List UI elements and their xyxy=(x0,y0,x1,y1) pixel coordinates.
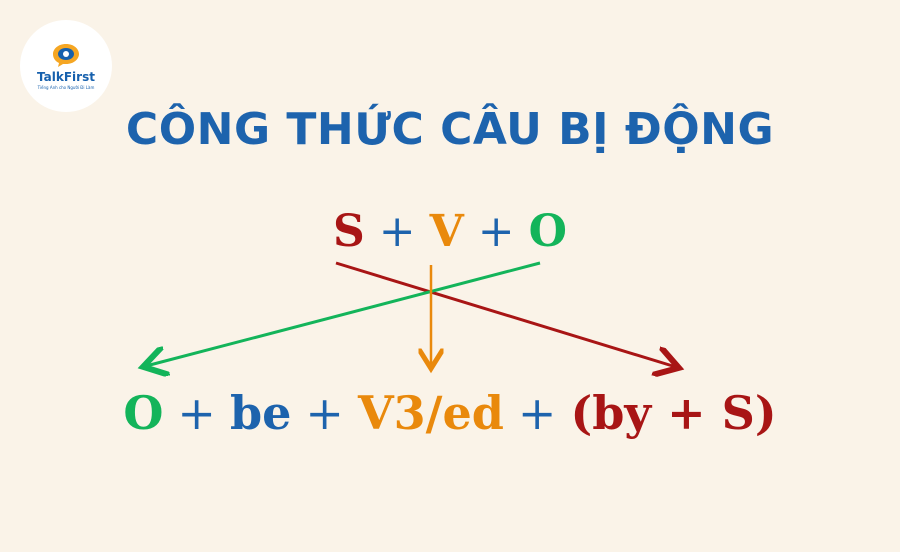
passive-by-subject: (by + S) xyxy=(570,386,777,440)
talkfirst-logo: TalkFirst Tiếng Anh cho Người Đi Làm xyxy=(20,20,112,112)
logo-tagline: Tiếng Anh cho Người Đi Làm xyxy=(37,85,95,90)
passive-be: be xyxy=(229,386,292,440)
speech-bubble-icon xyxy=(53,44,79,67)
plus-operator: + xyxy=(517,386,557,440)
plus-operator: + xyxy=(378,206,416,257)
passive-object: O xyxy=(123,386,164,440)
passive-past-participle: V3/ed xyxy=(357,386,504,440)
object-arrow xyxy=(146,261,541,366)
active-voice-formula: S + V + O xyxy=(0,206,900,257)
subject-arrow xyxy=(335,261,676,367)
plus-operator: + xyxy=(477,206,515,257)
active-subject: S xyxy=(333,206,365,257)
active-object: O xyxy=(528,206,567,257)
passive-voice-formula: O+be+V3/ed+(by + S) xyxy=(0,386,900,440)
active-verb: V xyxy=(429,206,464,257)
logo-name: TalkFirst xyxy=(37,70,95,84)
plus-operator: + xyxy=(177,386,216,440)
plus-operator: + xyxy=(305,386,344,440)
page-title: CÔNG THỨC CÂU BỊ ĐỘNG xyxy=(125,104,775,155)
